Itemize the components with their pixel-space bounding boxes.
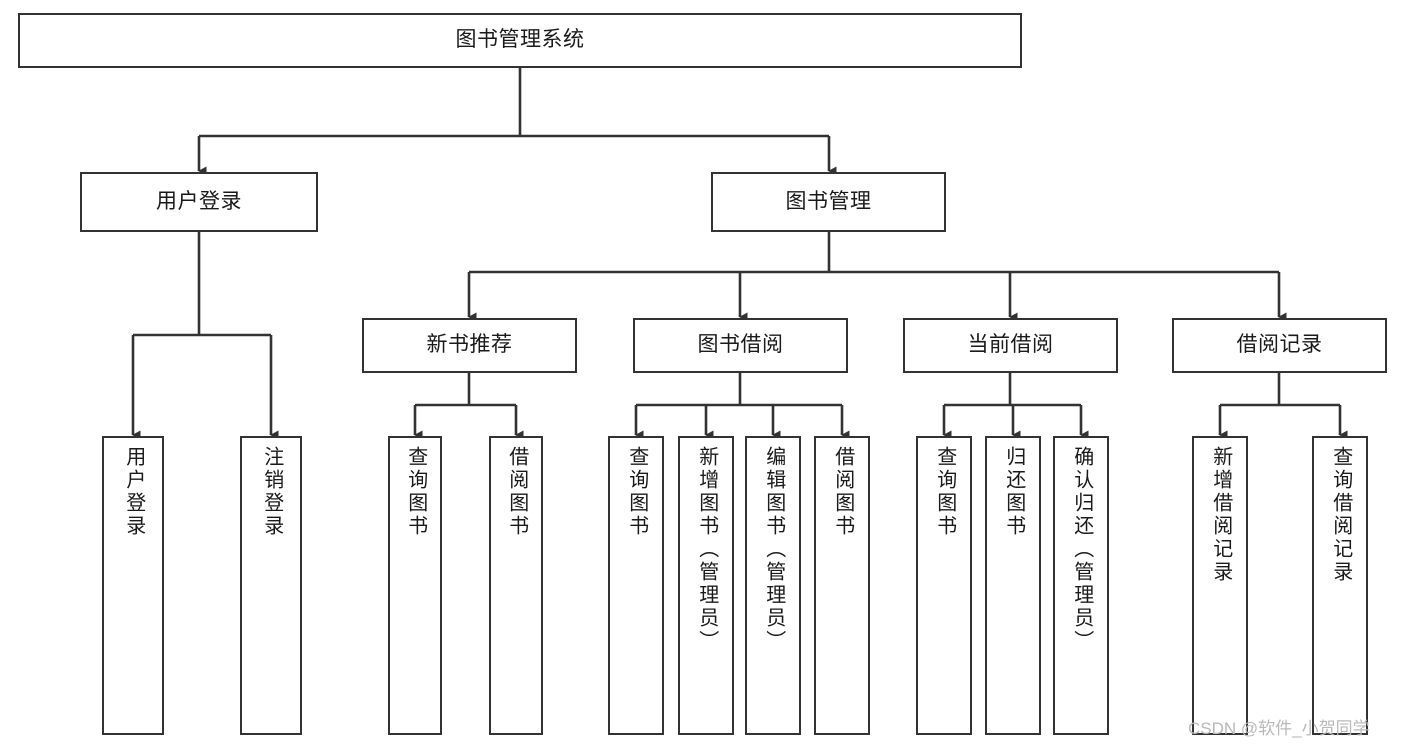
node-root-system-label: 图书管理系统 (455, 28, 585, 52)
node-leaf-borrow-book-1-label: 借阅图书 (505, 446, 528, 538)
node-leaf-query-book-3[interactable]: 查询图书 (916, 436, 972, 735)
watermark-text: CSDN @软件_小贺同学 (1188, 719, 1370, 738)
node-root-system[interactable]: 图书管理系统 (18, 13, 1022, 68)
node-leaf-query-book-1-label: 查询图书 (404, 446, 427, 538)
node-leaf-query-book-2[interactable]: 查询图书 (608, 436, 664, 735)
node-leaf-add-record-label: 新增借阅记录 (1209, 446, 1232, 584)
node-leaf-user-login[interactable]: 用户登录 (102, 436, 164, 735)
node-user-login-label: 用户登录 (156, 189, 242, 213)
node-leaf-return-book[interactable]: 归还图书 (985, 436, 1041, 735)
node-leaf-query-record[interactable]: 查询借阅记录 (1312, 436, 1368, 735)
connector-group (131, 68, 1348, 440)
node-leaf-query-book-3-label: 查询图书 (933, 446, 956, 538)
node-leaf-user-logout-label: 注销登录 (260, 446, 283, 538)
node-leaf-add-book[interactable]: 新增图书（管理员） (678, 436, 734, 735)
node-leaf-edit-book-label: 编辑图书（管理员） (762, 446, 785, 653)
node-book-borrow[interactable]: 图书借阅 (633, 318, 848, 373)
node-leaf-edit-book[interactable]: 编辑图书（管理员） (745, 436, 801, 735)
node-leaf-add-book-label: 新增图书（管理员） (695, 446, 718, 653)
node-borrow-record-label: 借阅记录 (1236, 333, 1323, 357)
node-book-manage-label: 图书管理 (785, 189, 872, 213)
node-current-borrow[interactable]: 当前借阅 (903, 318, 1118, 373)
node-leaf-user-logout[interactable]: 注销登录 (240, 436, 302, 735)
node-leaf-confirm-return[interactable]: 确认归还（管理员） (1053, 436, 1109, 735)
node-leaf-confirm-return-label: 确认归还（管理员） (1070, 446, 1093, 653)
node-leaf-borrow-book-1[interactable]: 借阅图书 (489, 436, 543, 735)
node-book-borrow-label: 图书借阅 (697, 333, 784, 357)
node-leaf-query-book-1[interactable]: 查询图书 (388, 436, 442, 735)
node-new-book-rec-label: 新书推荐 (426, 333, 513, 357)
node-borrow-record[interactable]: 借阅记录 (1172, 318, 1387, 373)
node-leaf-borrow-book-2[interactable]: 借阅图书 (814, 436, 870, 735)
node-book-manage[interactable]: 图书管理 (711, 172, 946, 232)
node-leaf-return-book-label: 归还图书 (1002, 446, 1025, 538)
node-current-borrow-label: 当前借阅 (967, 333, 1054, 357)
node-user-login[interactable]: 用户登录 (80, 172, 318, 232)
node-leaf-query-record-label: 查询借阅记录 (1329, 446, 1352, 584)
node-leaf-query-book-2-label: 查询图书 (625, 446, 648, 538)
node-leaf-add-record[interactable]: 新增借阅记录 (1192, 436, 1248, 735)
node-leaf-user-login-label: 用户登录 (122, 446, 145, 538)
node-new-book-rec[interactable]: 新书推荐 (362, 318, 577, 373)
node-leaf-borrow-book-2-label: 借阅图书 (831, 446, 854, 538)
